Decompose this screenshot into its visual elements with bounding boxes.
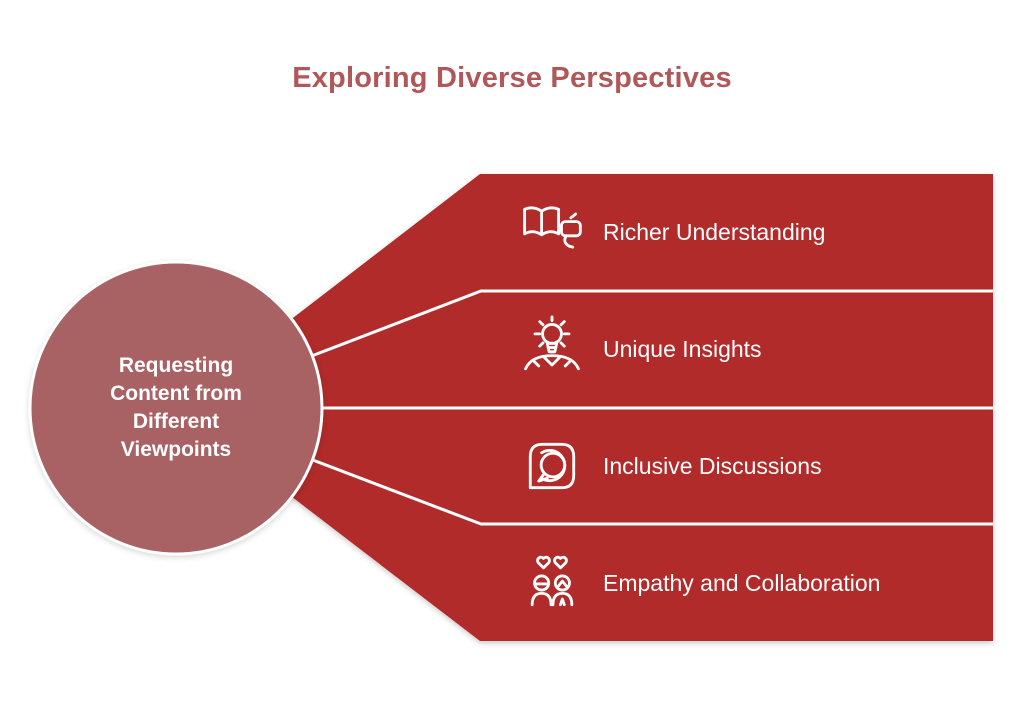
- lightbulb-hands-icon: [518, 315, 586, 383]
- band-item: Empathy and Collaboration: [518, 549, 880, 617]
- central-circle-label: Requesting Content from Different Viewpo…: [110, 354, 242, 461]
- band-item-label: Inclusive Discussions: [603, 452, 822, 479]
- chat-drop-icon: [518, 432, 586, 500]
- band-item-label: Unique Insights: [603, 335, 762, 362]
- band-item: Richer Understanding: [518, 198, 825, 266]
- book-dialogue-icon: [518, 198, 586, 266]
- page-title: Exploring Diverse Perspectives: [292, 62, 732, 94]
- band-item: Inclusive Discussions: [518, 432, 822, 500]
- band-item-label: Richer Understanding: [603, 218, 826, 245]
- central-circle: [28, 260, 324, 556]
- band-item-label: Empathy and Collaboration: [603, 569, 881, 596]
- people-hearts-icon: [518, 549, 586, 617]
- band-item: Unique Insights: [518, 315, 762, 383]
